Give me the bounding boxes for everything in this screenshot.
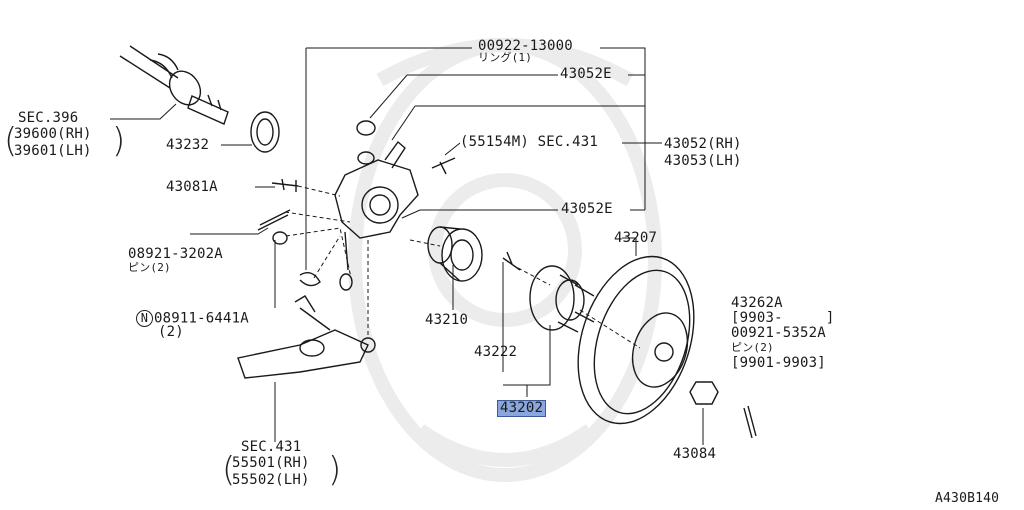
label-43222[interactable]: 43222 <box>474 344 518 360</box>
cotter-pin[interactable] <box>257 209 291 231</box>
label-55154m-sec431[interactable]: (55154M) SEC.431 <box>460 134 599 150</box>
label-sec431-rh: 55501(RH) <box>232 455 310 471</box>
label-00922-13000[interactable]: 00922-13000 <box>478 38 573 54</box>
label-00921-5352a[interactable]: 00921-5352A <box>731 325 826 341</box>
watermark-crest <box>348 38 662 482</box>
label-sec431-lh: 55502(LH) <box>232 472 310 488</box>
bolt-55154m[interactable] <box>431 157 456 175</box>
diagram-id: A430B140 <box>935 491 1000 506</box>
sec431-bracket-right: ) <box>328 450 342 490</box>
knuckle[interactable] <box>334 120 419 291</box>
drive-shaft[interactable] <box>119 45 229 125</box>
label-43202[interactable]: 43202 <box>497 400 547 417</box>
label-00921-sub: ピン(2) <box>731 341 774 354</box>
label-43210[interactable]: 43210 <box>425 312 469 328</box>
bolt-43081a[interactable] <box>271 178 299 192</box>
label-43081a[interactable]: 43081A <box>166 179 218 195</box>
disc-rotor[interactable] <box>558 242 714 439</box>
sec396-bracket-left: ( <box>4 121 18 161</box>
label-43084[interactable]: 43084 <box>673 446 717 462</box>
wheel-nut[interactable] <box>689 381 719 405</box>
label-08911-text: 08911-6441A <box>154 310 249 327</box>
label-43207[interactable]: 43207 <box>614 230 658 246</box>
label-43232[interactable]: 43232 <box>166 137 210 153</box>
grease-seal[interactable] <box>250 111 280 153</box>
label-sec396-lh: 39601(LH) <box>14 143 92 159</box>
label-08911-sub: (2) <box>158 324 184 340</box>
hub-bolt[interactable] <box>502 251 521 271</box>
castle-nut[interactable] <box>272 231 288 245</box>
n-circle-icon: N <box>136 310 153 327</box>
label-43052e-top[interactable]: 43052E <box>560 66 612 82</box>
label-43052-rh[interactable]: 43052(RH) <box>664 136 742 152</box>
pin-43262a[interactable] <box>743 405 757 439</box>
label-sec396-rh: 39600(RH) <box>14 126 92 142</box>
snap-ring[interactable] <box>299 272 321 287</box>
label-08921-sub: ピン(2) <box>128 261 171 274</box>
bearing-hub[interactable] <box>427 226 483 282</box>
label-sec396[interactable]: SEC.396 <box>18 110 79 126</box>
sec431-bracket-left: ( <box>222 450 236 490</box>
leader-lines <box>110 47 704 445</box>
label-sec431[interactable]: SEC.431 <box>241 439 302 455</box>
sec396-bracket-right: ) <box>112 121 126 161</box>
label-43262a-date: [9903- ] <box>731 310 835 326</box>
axle-hub[interactable] <box>529 265 595 333</box>
lower-arm[interactable] <box>237 295 376 379</box>
assembly-lines <box>284 185 641 349</box>
label-43052e-mid[interactable]: 43052E <box>561 201 613 217</box>
label-43053-lh[interactable]: 43053(LH) <box>664 153 742 169</box>
label-43262a[interactable]: 43262A <box>731 295 783 311</box>
label-00921-date: [9901-9903] <box>731 355 826 371</box>
label-00922-sub: リング(1) <box>478 51 533 64</box>
label-08921-3202a[interactable]: 08921-3202A <box>128 246 223 262</box>
